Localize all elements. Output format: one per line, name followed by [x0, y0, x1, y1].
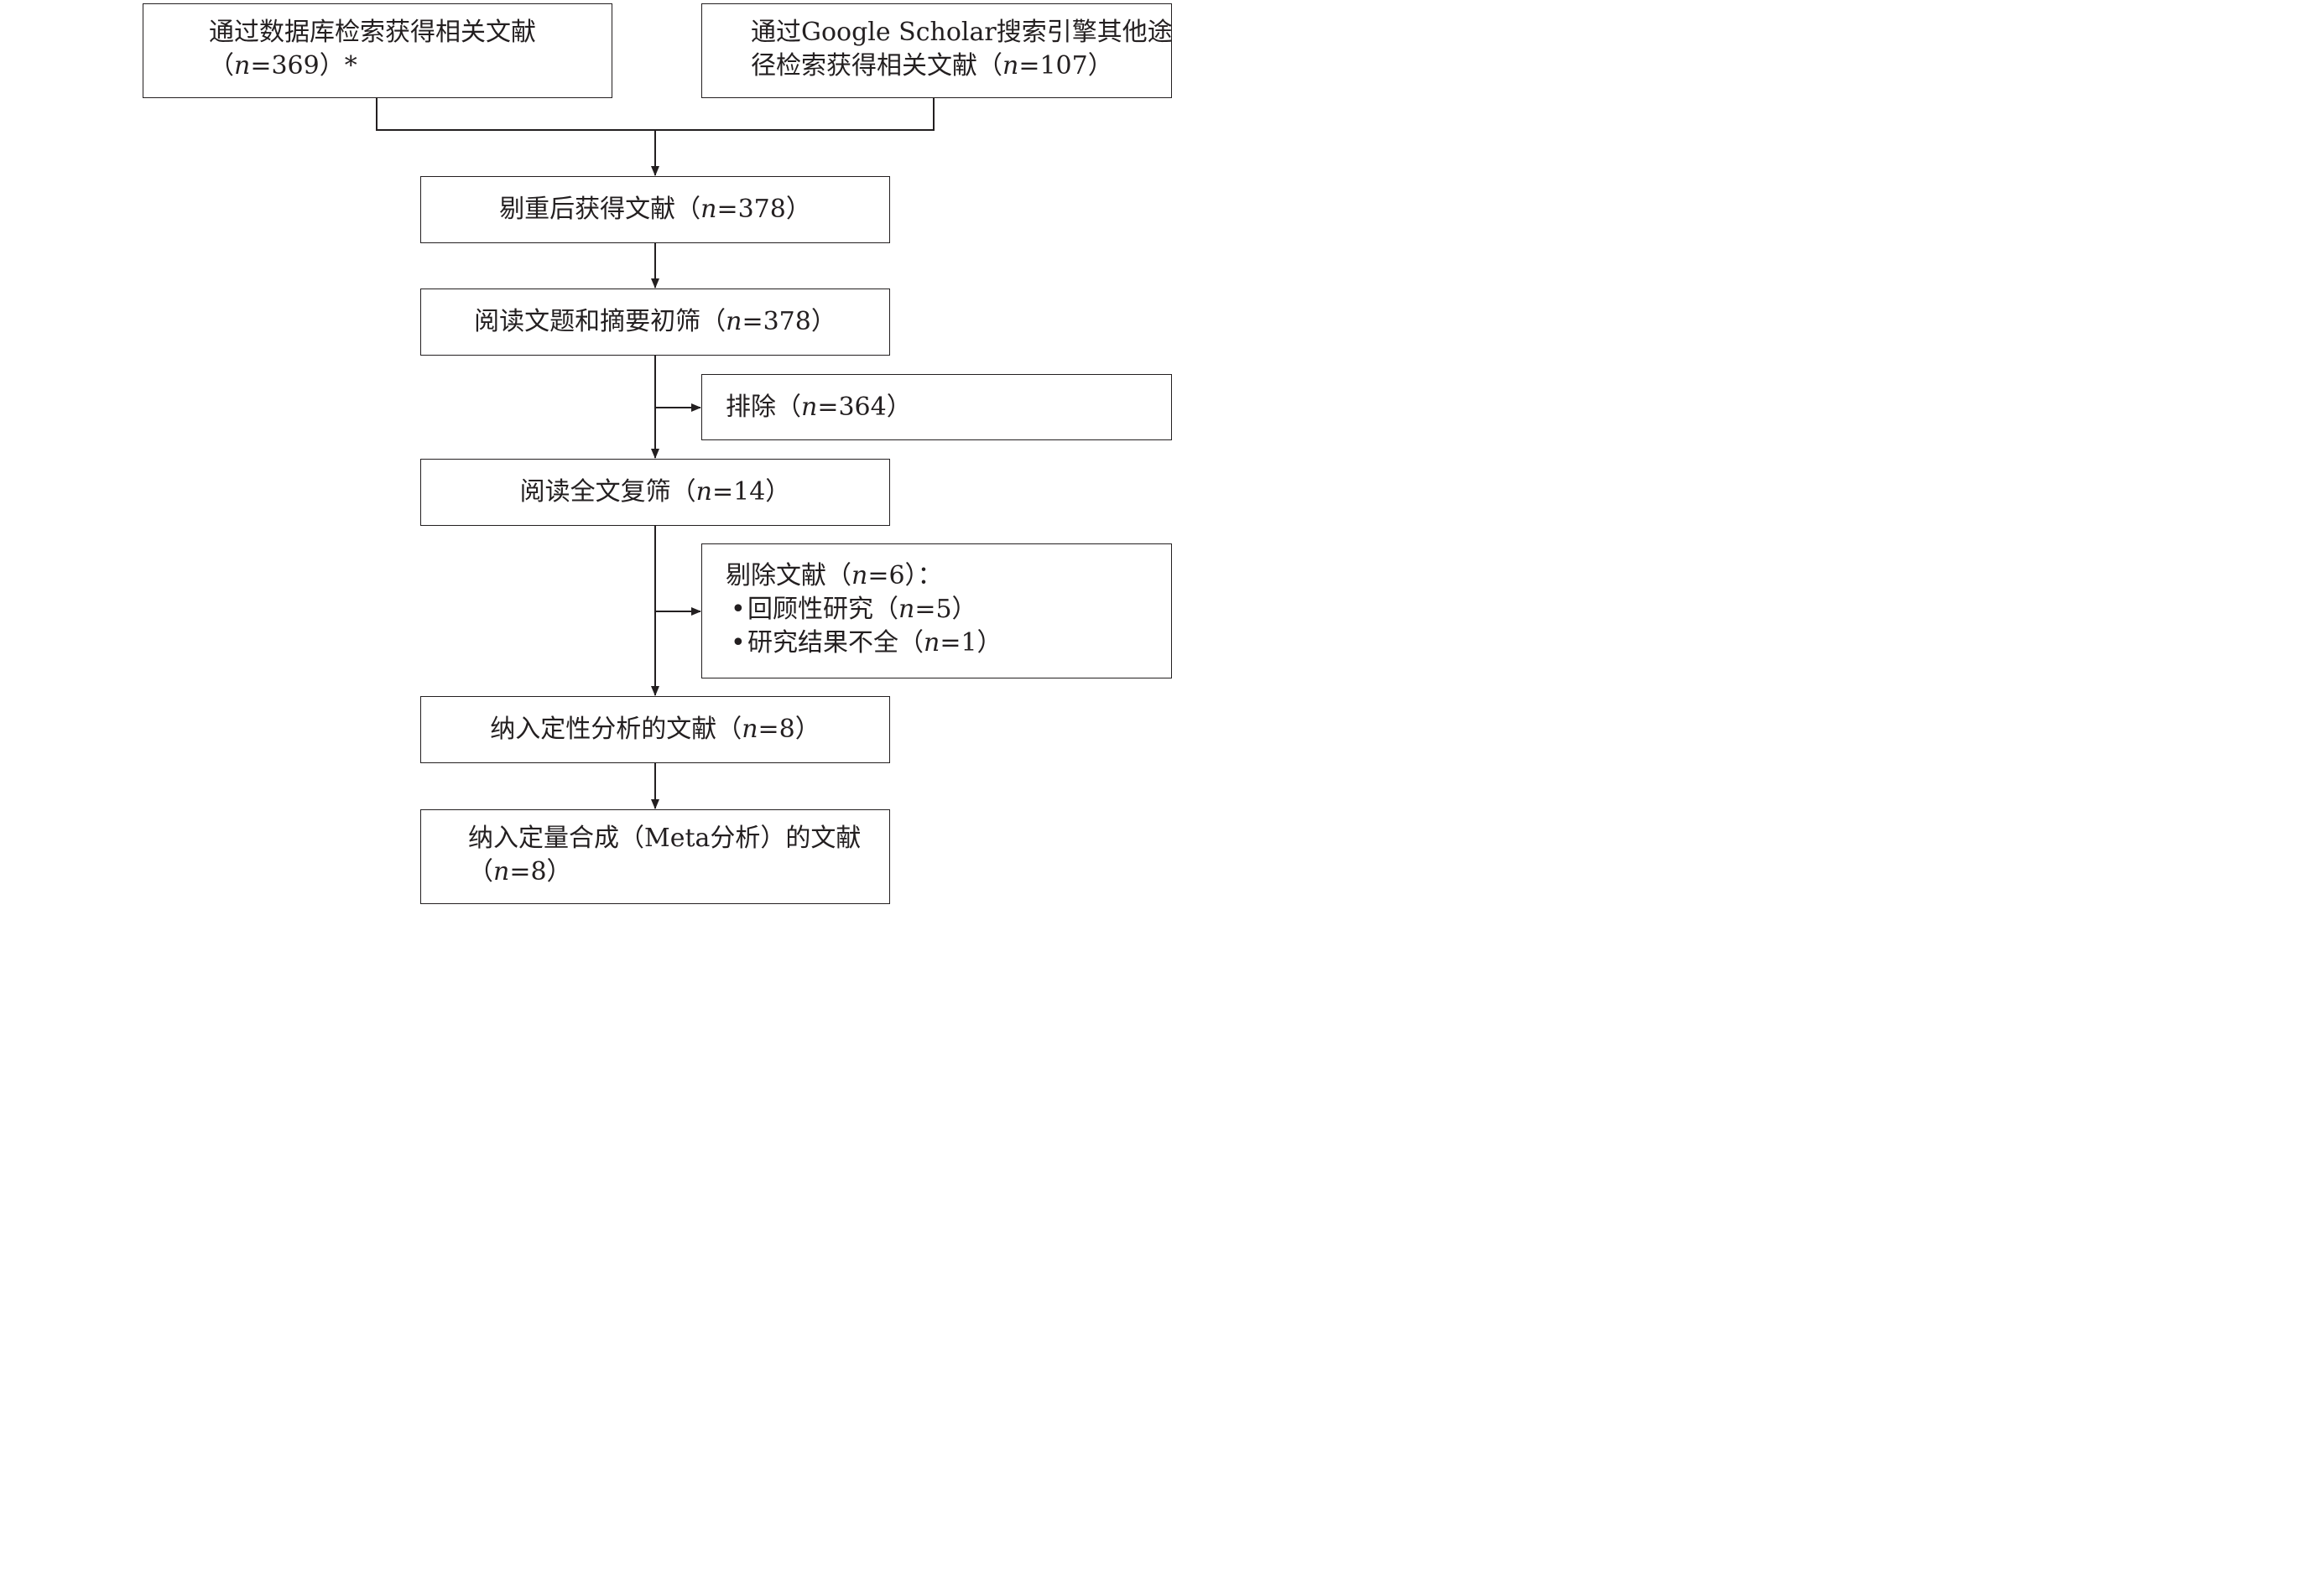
n-symbol: n [801, 392, 818, 422]
after-dedup-box: 剔重后获得文献（n=378） [420, 176, 890, 243]
exclusion-reason-item: •回顾性研究（n=5） [726, 593, 1171, 626]
after-dedup-label: 剔重后获得文献（n=378） [499, 195, 811, 224]
quantitative-synthesis-line1: 纳入定量合成（Meta分析）的文献 [468, 824, 862, 853]
n-symbol: n [1002, 51, 1019, 81]
n-symbol: n [695, 477, 712, 507]
merge-connector [376, 98, 935, 131]
other-search-line1: 通过Google Scholar搜索引擎其他途 [751, 18, 1173, 47]
other-search-line2: 径检索获得相关文献（n=107） [751, 51, 1113, 81]
qualitative-synthesis-label: 纳入定性分析的文献（n=8） [490, 715, 820, 744]
excluded-initial-box: 排除（n=364） [701, 374, 1172, 440]
fulltext-screen-box: 阅读全文复筛（n=14） [420, 459, 890, 526]
excluded-fulltext-box: 剔除文献（n=6）： •回顾性研究（n=5） •研究结果不全（n=1） [701, 543, 1172, 678]
n-symbol: n [726, 307, 742, 336]
other-search-box: 通过Google Scholar搜索引擎其他途 径检索获得相关文献（n=107） [701, 3, 1173, 98]
n-symbol: n [924, 628, 940, 658]
n-symbol: n [234, 51, 251, 81]
fulltext-screen-label: 阅读全文复筛（n=14） [519, 477, 791, 507]
excluded-fulltext-title: 剔除文献（n=6）： [726, 561, 943, 590]
flow-connectors [376, 98, 935, 809]
database-search-count: （n=369）* [209, 51, 357, 81]
exclusion-reason-item: •研究结果不全（n=1） [726, 626, 1171, 660]
n-symbol: n [742, 715, 758, 744]
quantitative-synthesis-box: 纳入定量合成（Meta分析）的文献 （n=8） [420, 809, 890, 904]
n-symbol: n [898, 595, 915, 624]
excluded-initial-label: 排除（n=364） [726, 392, 912, 422]
bullet-dot: • [731, 628, 746, 658]
title-abstract-screen-box: 阅读文题和摘要初筛（n=378） [420, 289, 890, 356]
n-symbol: n [851, 561, 868, 590]
bullet-dot: • [731, 595, 746, 624]
database-search-box: 通过数据库检索获得相关文献 （n=369）* [143, 3, 612, 98]
n-symbol: n [493, 857, 510, 886]
n-symbol: n [700, 195, 717, 224]
database-search-line1: 通过数据库检索获得相关文献 [209, 18, 536, 47]
qualitative-synthesis-box: 纳入定性分析的文献（n=8） [420, 696, 890, 763]
title-abstract-screen-label: 阅读文题和摘要初筛（n=378） [474, 307, 836, 336]
quantitative-synthesis-count: （n=8） [468, 857, 572, 886]
